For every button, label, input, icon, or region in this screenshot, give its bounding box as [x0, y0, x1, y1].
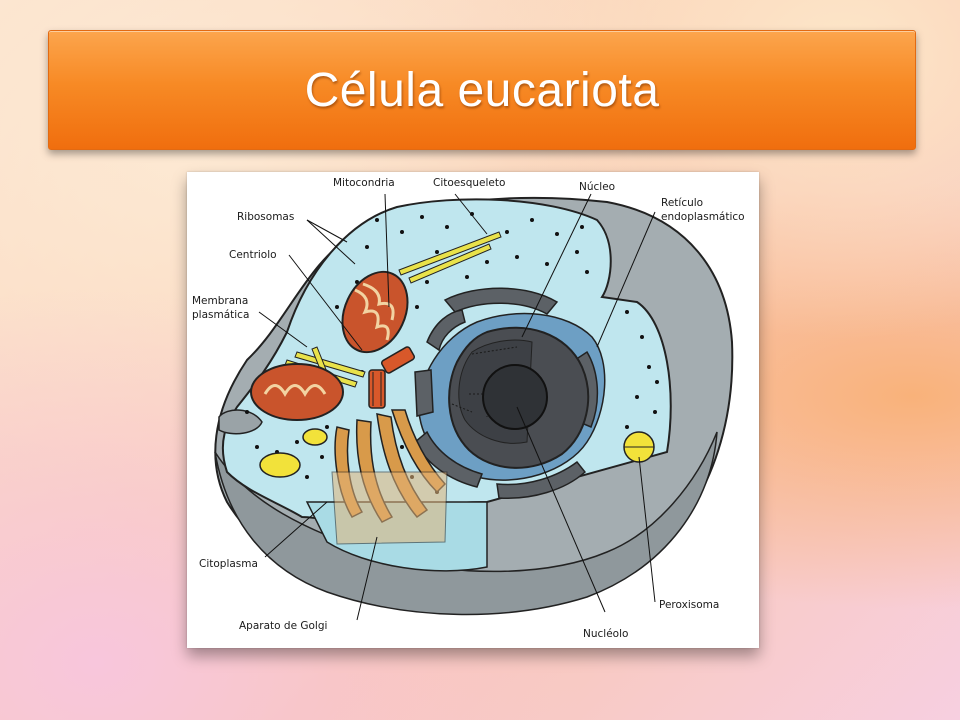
centriole-1: [380, 346, 416, 374]
label-mitocondria: Mitocondria: [333, 177, 395, 189]
label-ribosomas: Ribosomas: [237, 211, 294, 223]
cell-diagram: Mitocondria Citoesqueleto Núcleo Retícul…: [187, 172, 759, 648]
mitochondrion-lower: [250, 363, 344, 421]
label-nucleolo: Nucléolo: [583, 628, 628, 640]
label-golgi: Aparato de Golgi: [239, 620, 327, 632]
centriole-2: [368, 369, 386, 409]
slide-title-bar: Célula eucariota: [48, 30, 916, 150]
label-reticulo-1: Retículo: [661, 197, 703, 209]
membrane-fold: [218, 409, 263, 435]
label-peroxisoma: Peroxisoma: [659, 599, 719, 611]
label-membrana-1: Membrana: [192, 295, 248, 307]
golgi-sheet: [331, 471, 448, 545]
nucleolus: [482, 364, 548, 430]
label-citoesqueleto: Citoesqueleto: [433, 177, 505, 189]
cell-diagram-svg: Mitocondria Citoesqueleto Núcleo Retícul…: [192, 177, 745, 640]
mitochondrion-upper: [341, 270, 409, 354]
label-citoplasma: Citoplasma: [199, 558, 258, 570]
label-membrana-2: plasmática: [192, 309, 249, 321]
vesicles: [259, 428, 328, 478]
leader-lines: [258, 193, 656, 621]
slide-title: Célula eucariota: [304, 63, 660, 117]
label-centriolo: Centriolo: [229, 249, 277, 261]
label-nucleo: Núcleo: [579, 181, 615, 193]
peroxisome: [623, 431, 655, 463]
label-reticulo-2: endoplasmático: [661, 211, 745, 223]
